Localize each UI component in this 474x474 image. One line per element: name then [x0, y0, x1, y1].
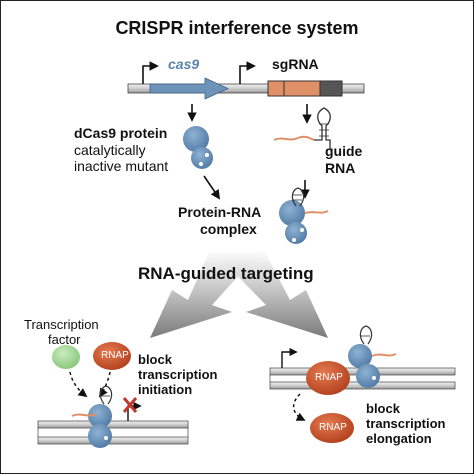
arrow-tf-blocked — [69, 371, 88, 398]
cas9-gene-label: cas9 — [168, 56, 200, 72]
tf-label-line2: factor — [48, 332, 81, 347]
targeting-label: RNA-guided targeting — [138, 264, 314, 283]
block-x-icon — [122, 397, 138, 413]
guide-rna-icon — [273, 107, 331, 150]
guide-rna-label-line1: guide — [325, 143, 363, 159]
sgrna-gene-box — [267, 80, 343, 97]
left-dna-strand — [37, 420, 189, 445]
cas9-promoter-arrow — [142, 61, 159, 84]
rnap-left-icon — [93, 342, 131, 370]
arrow-dcas9-to-complex — [203, 175, 221, 200]
dcas9-desc-line1: catalytically — [74, 142, 146, 158]
transcription-factor-icon — [52, 345, 80, 369]
rnap-right-icon — [306, 361, 350, 395]
right-result-line2: transcription — [366, 416, 446, 431]
right-dcas9-bound — [348, 325, 397, 388]
right-promoter-arrow — [281, 347, 298, 368]
left-result-line3: initiation — [138, 382, 193, 397]
tf-label-line1: Transcription — [24, 317, 99, 332]
rnap-dissociated-label: RNAP — [319, 422, 347, 433]
right-result-line3: elongation — [366, 431, 432, 446]
targeting-arrow-right — [212, 250, 328, 338]
dcas9-protein-icon — [183, 126, 213, 169]
complex-label-line2: complex — [200, 221, 257, 237]
rnap-left-label: RNAP — [101, 350, 129, 361]
rnap-right-label: RNAP — [315, 372, 343, 383]
dcas9-desc-line2: inactive mutant — [74, 158, 169, 174]
sgrna-promoter-arrow — [239, 61, 256, 84]
figure-title: CRISPR interference system — [115, 18, 359, 38]
cas9-gene-arrow — [149, 77, 229, 100]
left-result-line1: block — [138, 352, 172, 367]
complex-label-line1: Protein-RNA — [178, 204, 262, 220]
dcas9-protein-label: dCas9 protein — [74, 125, 168, 141]
rnap-dissociated-icon — [310, 413, 354, 443]
arrow-rnap-falls-off — [292, 393, 306, 421]
right-result-line1: block — [366, 401, 400, 416]
protein-rna-complex-icon — [279, 187, 329, 244]
left-result-line2: transcription — [138, 367, 218, 382]
left-dcas9-bound — [71, 385, 113, 448]
sgrna-gene-label: sgRNA — [272, 56, 319, 72]
gene-dna-strand — [127, 83, 365, 94]
guide-rna-label-line2: RNA — [325, 160, 356, 176]
arrow-rnap-blocked — [99, 371, 111, 398]
